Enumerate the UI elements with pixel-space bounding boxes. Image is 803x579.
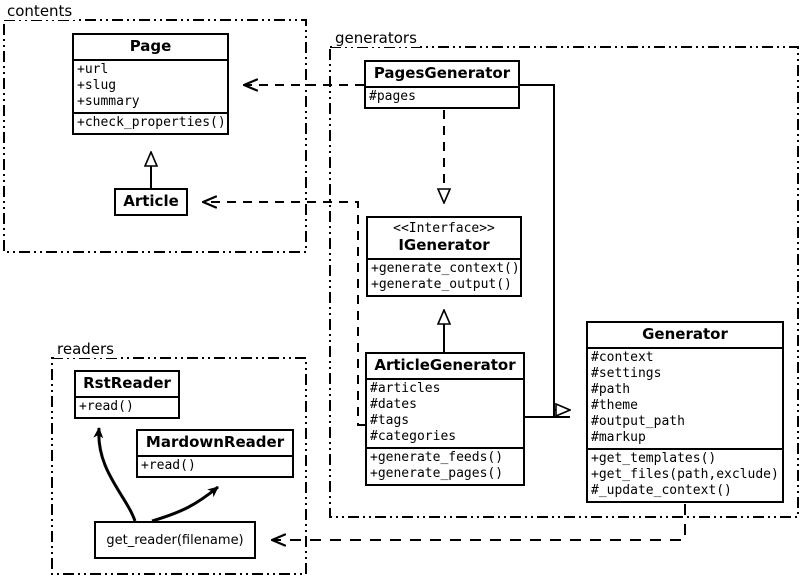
function-label-get-reader: get_reader(filename) [106,532,244,548]
class-operations-mardown-reader: +read() [138,454,292,476]
function-box-get-reader[interactable]: get_reader(filename) [94,521,256,559]
class-operation: +generate_pages() [370,465,504,481]
class-attribute: #context [591,349,654,365]
relationship-get-reader-creates-mardownreader [151,485,219,523]
class-name-mardown-reader: MardownReader [145,433,285,451]
relationship-get-reader-creates-rstreader [93,427,137,522]
class-attribute: #output_path [591,413,685,429]
class-attributes-pages-generator: #pages [366,85,518,107]
class-operation: +generate_context() [371,261,520,277]
class-name-text-igenerator: IGenerator [398,236,490,255]
package-label-readers: readers [54,340,117,358]
class-attribute: #articles [370,380,441,396]
class-stereotype-igenerator: <<Interface>> [393,221,495,236]
class-box-mardown-reader[interactable]: MardownReader +read() [136,429,294,478]
class-name-rst-reader: RstReader [83,374,171,392]
class-attribute: #settings [591,365,662,381]
class-box-pages-generator[interactable]: PagesGenerator #pages [364,60,520,109]
class-name-generator: Generator [642,325,728,343]
class-attribute: #theme [591,397,638,413]
package-label-generators: generators [332,29,420,47]
class-operation: +get_templates() [591,450,717,466]
class-operation: +generate_output() [371,277,512,293]
class-attributes-page: +url +slug +summary [74,58,227,112]
class-attribute: #dates [370,396,417,412]
relationship-articlegenerator-inherits-generator [525,410,570,418]
class-box-igenerator[interactable]: <<Interface>> IGenerator +generate_conte… [366,216,522,298]
class-operations-generator: +get_templates() +get_files(path,exclude… [588,447,782,501]
class-attributes-article-generator: #articles #dates #tags #categories [367,377,523,447]
class-operation: +generate_feeds() [370,449,504,465]
class-operations-rst-reader: +read() [76,395,178,417]
class-attribute: #categories [370,428,457,444]
class-name-igenerator: <<Interface>> IGenerator [368,218,520,258]
relationship-articlegenerator-uses-article [203,202,365,426]
class-attribute: +slug [77,77,117,93]
relationship-generator-uses-get-reader [272,504,686,540]
class-operation: +read() [141,457,196,473]
class-operation: +check_properties() [77,114,226,130]
class-attribute: #path [591,381,631,397]
class-box-article-generator[interactable]: ArticleGenerator #articles #dates #tags … [365,352,525,486]
class-operations-igenerator: +generate_context() +generate_output() [368,258,520,295]
class-box-article[interactable]: Article [114,188,188,216]
class-attribute: #pages [369,88,416,104]
class-operation: +get_files(path,exclude) [591,466,779,482]
class-operations-page: +check_properties() [74,111,227,133]
class-attribute: #tags [370,412,410,428]
class-name-pages-generator: PagesGenerator [373,64,511,82]
class-operation: #_update_context() [591,482,732,498]
package-label-contents: contents [4,2,76,20]
class-name-page: Page [129,37,172,55]
class-operation: +read() [79,398,134,414]
class-box-page[interactable]: Page +url +slug +summary +check_properti… [72,33,229,135]
class-box-rst-reader[interactable]: RstReader +read() [74,370,180,419]
class-attributes-generator: #context #settings #path #theme #output_… [588,346,782,448]
class-attribute: +summary [77,93,140,109]
class-operations-article-generator: +generate_feeds() +generate_pages() [367,446,523,484]
class-attribute: +url [77,61,109,77]
class-name-article-generator: ArticleGenerator [374,356,516,374]
relationship-pagesgenerator-inherits-generator [520,84,570,410]
class-attribute: #markup [591,429,646,445]
class-name-article: Article [123,192,179,210]
class-box-generator[interactable]: Generator #context #settings #path #them… [586,321,784,503]
